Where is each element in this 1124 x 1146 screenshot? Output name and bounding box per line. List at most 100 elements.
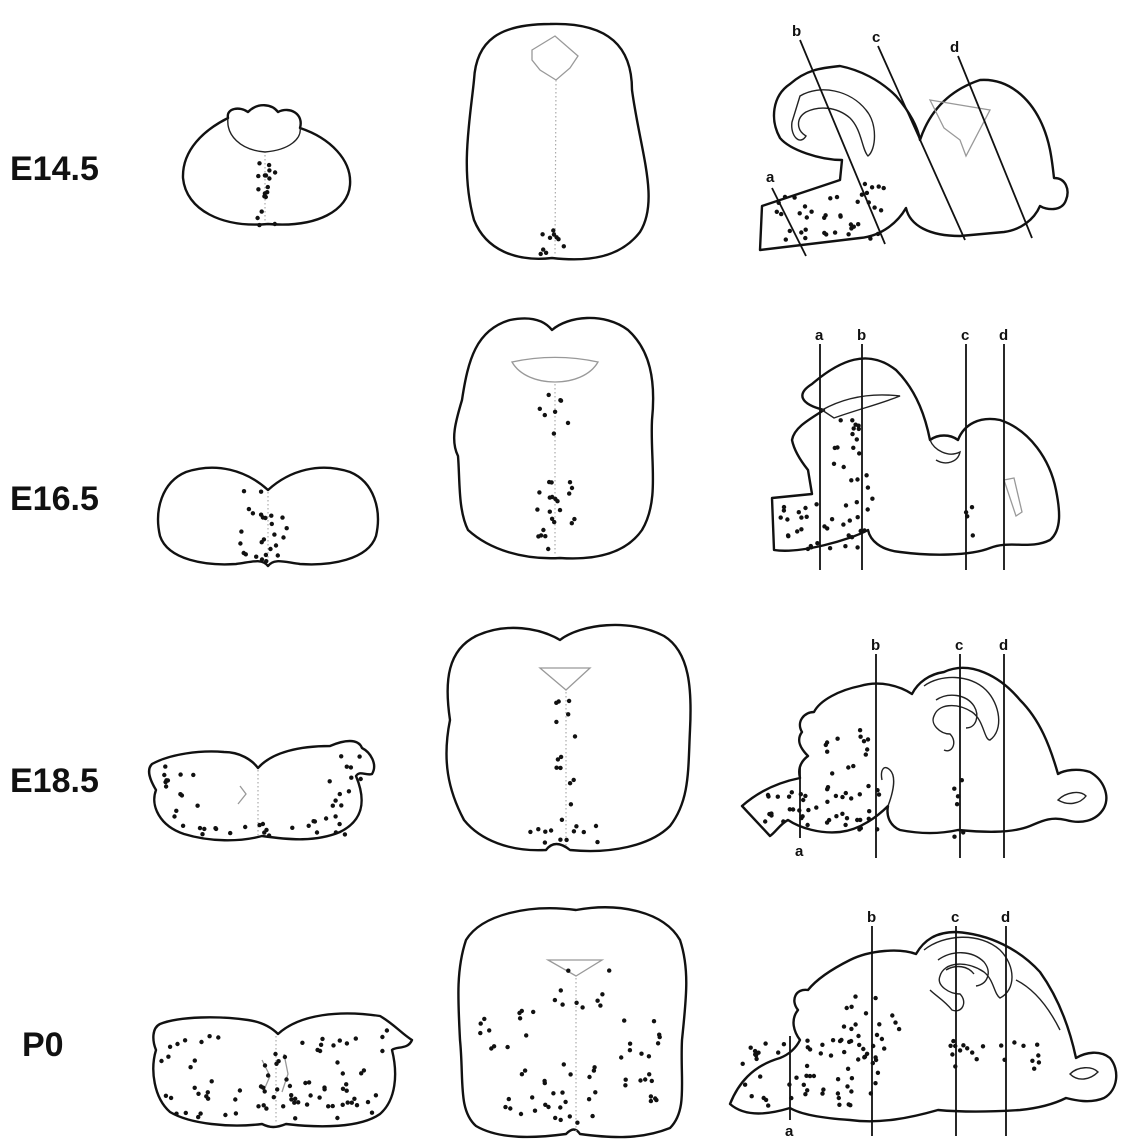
cell-dot [554,766,558,770]
cell-dot [539,533,543,537]
cell-dot [815,541,819,545]
cell-dot [264,553,268,557]
cell-dot [355,1103,359,1107]
cell-dot [766,1103,770,1107]
cell-dot [263,173,267,177]
cell-dot [782,505,786,509]
cell-dot [234,1111,238,1115]
cell-dot [551,1091,555,1095]
cell-dot [195,804,199,808]
cell-dot [259,490,263,494]
cell-dot [868,236,872,240]
cell-dot [819,1051,823,1055]
cell-dot [866,485,870,489]
cell-dot [200,832,204,836]
cell-dot [244,552,248,556]
cell-dot [198,1111,202,1115]
cell-dot [790,790,794,794]
cell-dot [315,830,319,834]
cell-dot [897,1027,901,1031]
cell-dot [741,1062,745,1066]
cell-dot [826,785,830,789]
cell-dot [862,739,866,743]
cell-dot [806,1045,810,1049]
cell-dot [334,830,338,834]
cell-dot [1036,1053,1040,1057]
cell-dot [520,1072,524,1076]
cell-dot [339,803,343,807]
cell-dot [272,1095,276,1099]
cell-dot [623,1083,627,1087]
cell-dot [543,413,547,417]
e18-5-sagittal-section: a b c d [742,637,1106,860]
cell-dot [374,1093,378,1097]
cell-dot [643,1077,647,1081]
cell-dot [855,545,859,549]
cell-dot [835,195,839,199]
cell-dot [956,794,960,798]
cell-dot [808,1074,812,1078]
cell-dot [893,1020,897,1024]
cell-dot [347,789,351,793]
cell-dot [503,1105,507,1109]
cell-dot [543,830,547,834]
cell-dot [801,798,805,802]
cell-dot [380,1035,384,1039]
cell-dot [164,778,168,782]
cell-dot [349,765,353,769]
cell-dot [345,1041,349,1045]
cell-dot [247,507,251,511]
e16-5-cut-a-label: a [815,327,824,344]
cell-dot [656,1041,660,1045]
cell-dot [865,191,869,195]
cell-dot [548,510,552,514]
cell-dot [243,825,247,829]
cell-dot [262,1103,266,1107]
cell-dot [560,818,564,822]
cell-dot [216,1035,220,1039]
cell-dot [953,1064,957,1068]
cell-dot [832,462,836,466]
p0-cut-d-label: d [1001,909,1010,926]
cell-dot [864,473,868,477]
cell-dot [862,528,866,532]
cell-dot [556,757,560,761]
cell-dot [303,1081,307,1085]
e18-5-cut-a-label: a [795,843,804,860]
cell-dot [263,516,267,520]
cell-dot [559,399,563,403]
cell-dot [805,1039,809,1043]
e16-5-cut-d-label: d [999,327,1008,344]
cell-dot [851,764,855,768]
cell-dot [867,817,871,821]
cell-dot [785,517,789,521]
cell-dot [779,212,783,216]
cell-dot [239,529,243,533]
e14-5-cut-a-label: a [766,169,775,186]
cell-dot [866,784,870,788]
cell-dot [639,1052,643,1056]
cell-dot [553,1116,557,1120]
cell-dot [293,1116,297,1120]
cell-dot [1035,1043,1039,1047]
cell-dot [570,521,574,525]
cell-dot [828,546,832,550]
cell-dot [520,1009,524,1013]
cell-dot [970,1050,974,1054]
cell-dot [846,765,850,769]
cell-dot [794,1076,798,1080]
cell-dot [1030,1059,1034,1063]
cell-dot [531,1010,535,1014]
cell-dot [479,1021,483,1025]
cell-dot [546,1105,550,1109]
cell-dot [799,792,803,796]
cell-dot [256,187,260,191]
cell-dot [242,489,246,493]
cell-dot [567,699,571,703]
cell-dot [863,182,867,186]
cell-dot [164,1094,168,1098]
cell-dot [834,794,838,798]
cell-dot [554,720,558,724]
cell-dot [850,418,854,422]
cell-dot [257,823,261,827]
